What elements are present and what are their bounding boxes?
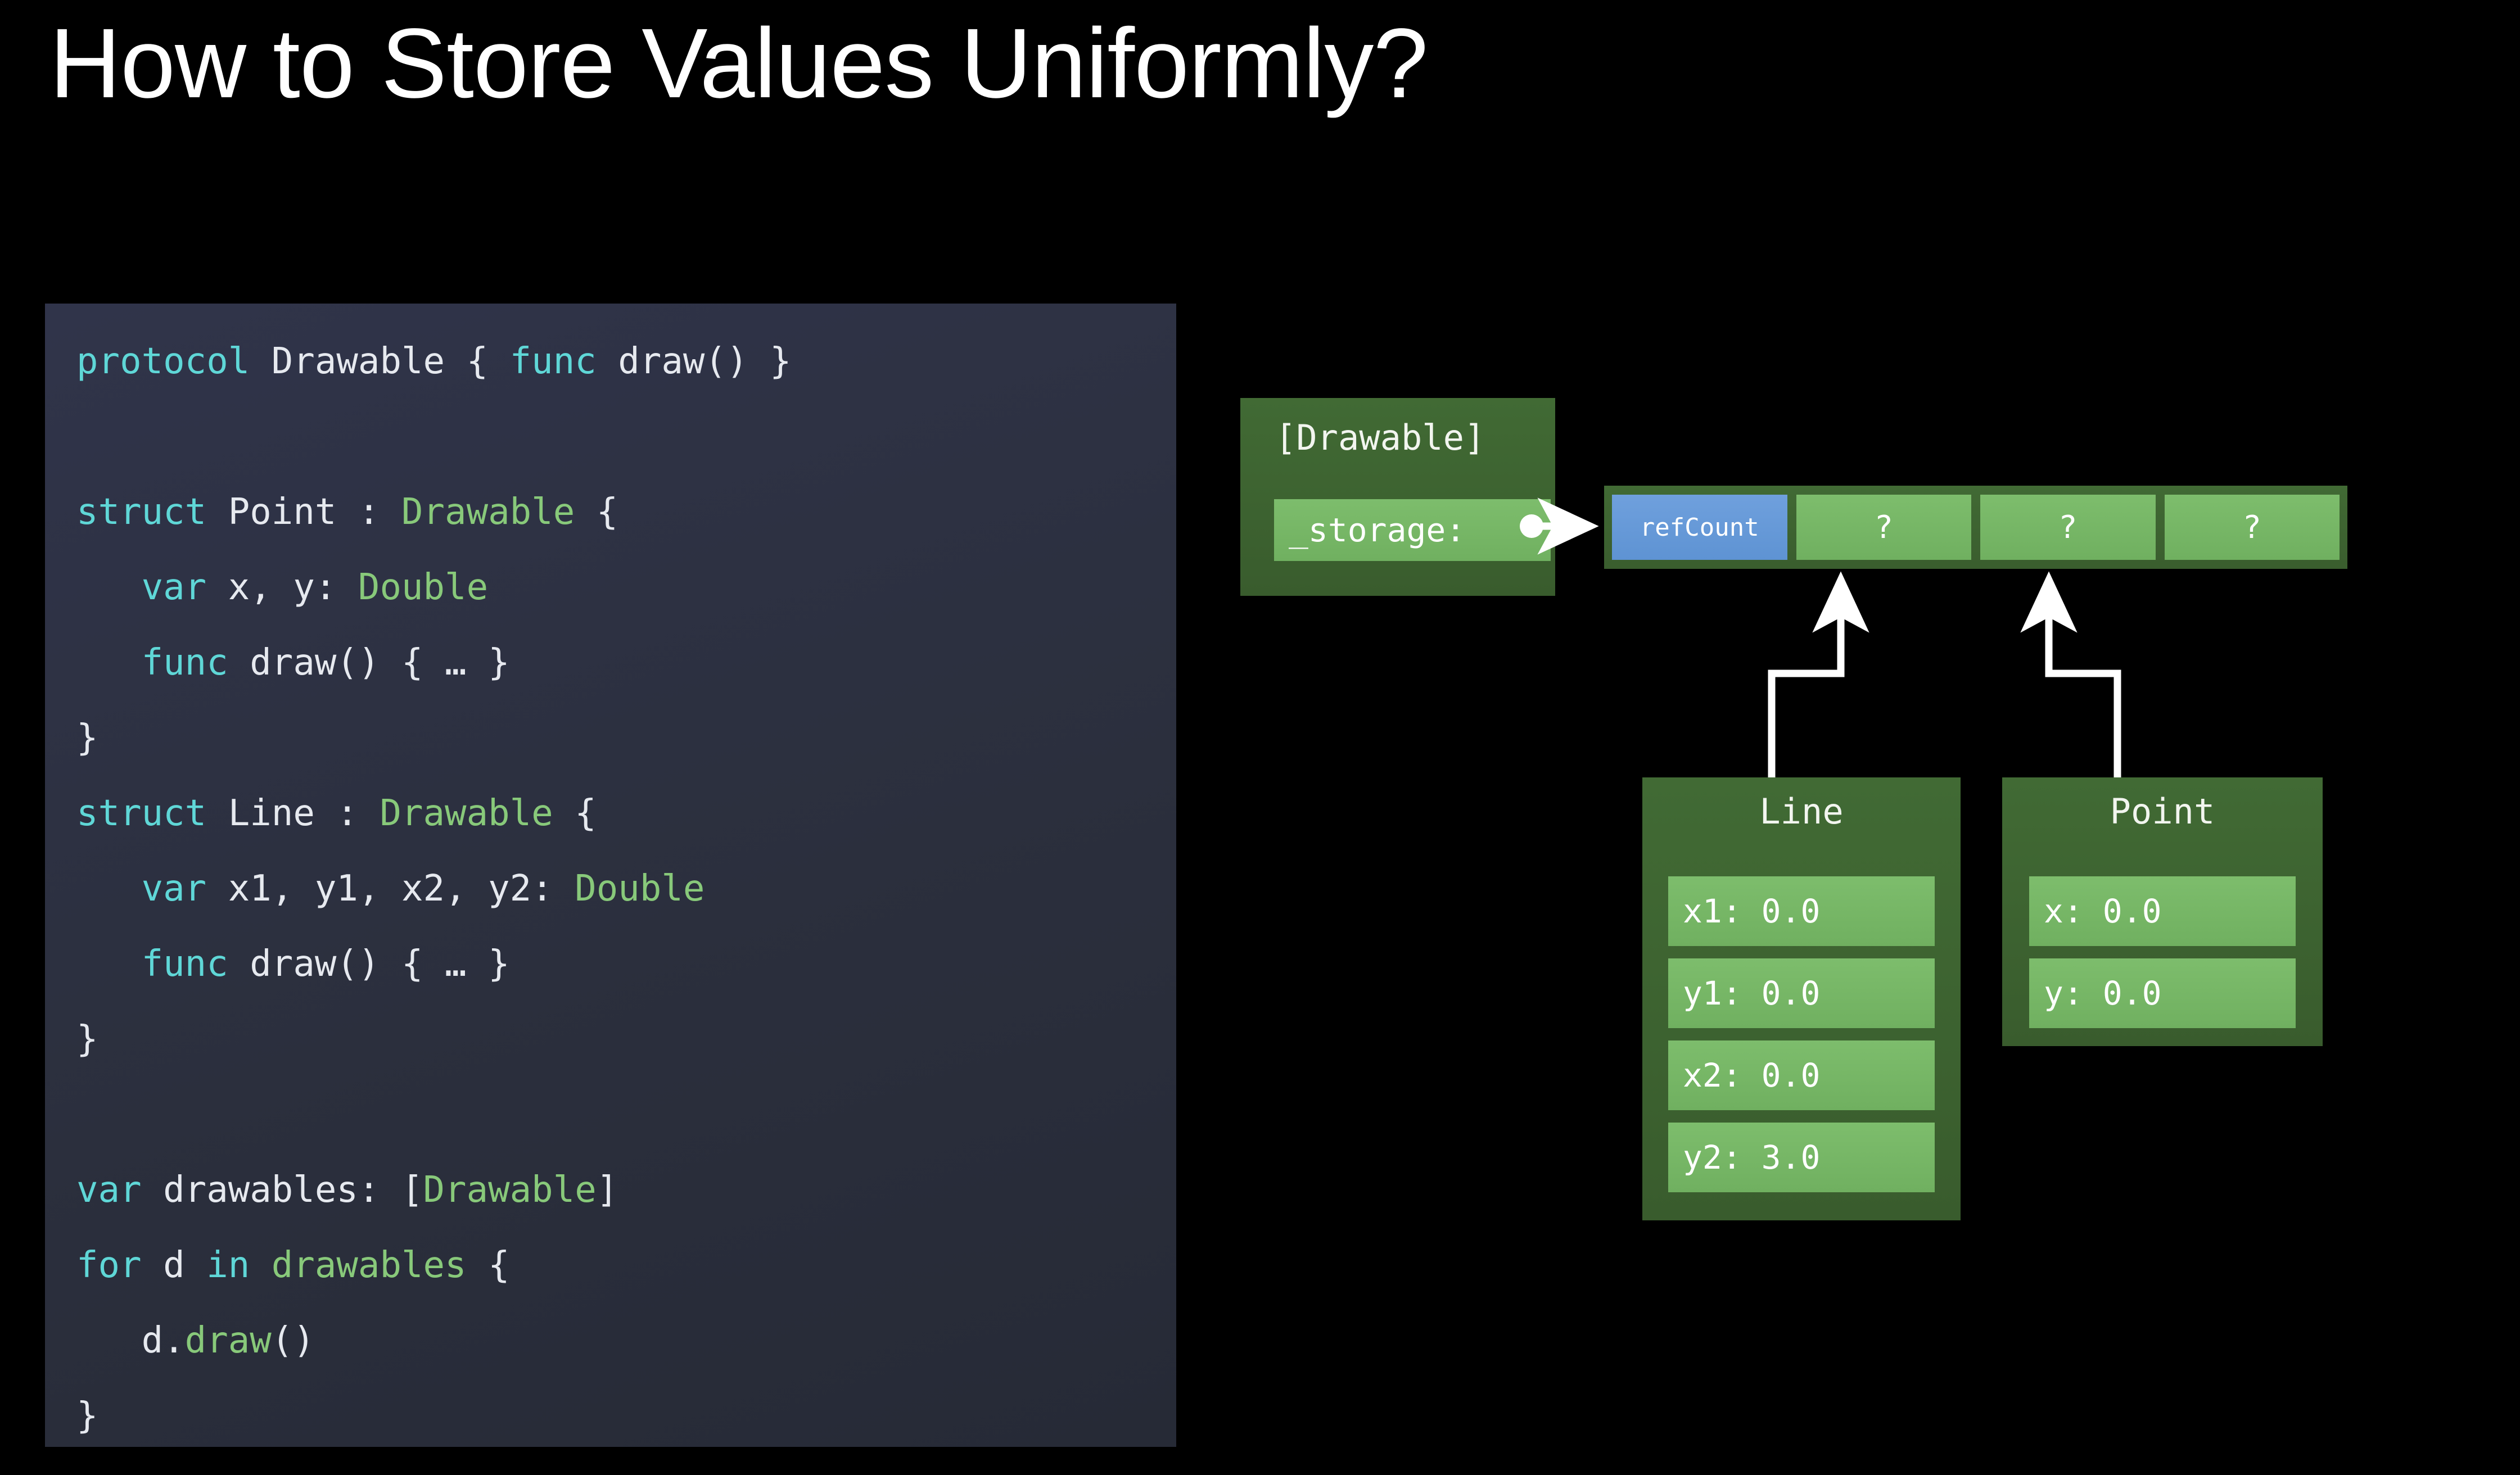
point-instance-box: Point x: 0.0 y: 0.0: [2002, 777, 2323, 1046]
line-field-3: y2: 3.0: [1668, 1123, 1935, 1192]
code-token: d.: [76, 1320, 185, 1361]
code-token: Line :: [206, 793, 380, 834]
code-token: {: [553, 793, 597, 834]
point-field-1: y: 0.0: [2029, 958, 2296, 1028]
code-token: }: [76, 717, 98, 759]
code-token: {: [575, 491, 618, 533]
code-token: func: [141, 943, 228, 985]
code-token: d: [141, 1245, 207, 1286]
heap-buffer: refCount???: [1604, 486, 2347, 569]
code-token: drawables: [: [141, 1169, 423, 1211]
code-token: var: [141, 868, 207, 910]
page-title: How to Store Values Uniformly?: [49, 8, 1428, 119]
line-instance-box: Line x1: 0.0 y1: 0.0 x2: 0.0 y2: 3.0: [1642, 777, 1961, 1220]
code-token: }: [76, 1019, 98, 1060]
code-token: var: [141, 567, 207, 608]
code-token: x1, y1, x2, y2:: [206, 868, 575, 910]
line-field-0: x1: 0.0: [1668, 876, 1935, 946]
code-token: protocol: [76, 341, 250, 382]
code-token: }: [76, 1395, 98, 1437]
buffer-cell-refcount: refCount: [1612, 495, 1787, 560]
buffer-cell-1: ?: [1796, 495, 1971, 560]
code-line: var x, y: Double: [76, 550, 1176, 625]
code-token: Drawable: [423, 1169, 597, 1211]
code-line: d.draw(): [76, 1303, 1176, 1378]
line-instance-title: Line: [1759, 791, 1844, 832]
code-token: draw() }: [596, 341, 792, 382]
code-token: {: [466, 1245, 510, 1286]
code-token: struct: [76, 793, 207, 834]
code-token: func: [141, 642, 228, 684]
code-token: Drawable {: [250, 341, 510, 382]
code-lines: protocol Drawable { func draw() } struct…: [76, 324, 1176, 1447]
code-token: x, y:: [206, 567, 358, 608]
code-token: draw() { … }: [228, 943, 510, 985]
line-field-2: x2: 0.0: [1668, 1040, 1935, 1110]
code-line: for d in drawables {: [76, 1228, 1176, 1303]
code-panel: protocol Drawable { func draw() } struct…: [45, 304, 1176, 1447]
code-token: (): [271, 1320, 315, 1361]
code-token: ]: [596, 1169, 618, 1211]
code-token: draw() { … }: [228, 642, 510, 684]
code-line: }: [76, 1378, 1176, 1447]
code-token: Double: [575, 868, 705, 910]
code-token: drawables: [271, 1245, 467, 1286]
point-instance-title: Point: [2110, 791, 2215, 832]
storage-field: _storage:: [1274, 499, 1551, 561]
code-token: for: [76, 1245, 142, 1286]
code-line: var x1, y1, x2, y2: Double: [76, 851, 1176, 926]
code-line: struct Point : Drawable {: [76, 474, 1176, 550]
code-line: func draw() { … }: [76, 625, 1176, 700]
code-line: }: [76, 1002, 1176, 1077]
line-field-1: y1: 0.0: [1668, 958, 1935, 1028]
drawable-array-box: [Drawable] _storage:: [1240, 398, 1555, 596]
point-field-0: x: 0.0: [2029, 876, 2296, 946]
code-line: struct Line : Drawable {: [76, 776, 1176, 851]
code-token: Drawable: [401, 491, 575, 533]
line-to-buffer-arrow: [1768, 571, 1869, 777]
code-line-highlighted: var drawables: [Drawable]: [76, 1152, 1176, 1228]
code-token: Drawable: [380, 793, 553, 834]
code-token: draw: [184, 1320, 272, 1361]
code-line: func draw() { … }: [76, 926, 1176, 1002]
code-token: func: [509, 341, 597, 382]
code-token: Double: [358, 567, 489, 608]
code-token: Point :: [206, 491, 401, 533]
point-to-buffer-arrow: [2020, 571, 2121, 777]
buffer-cell-2: ?: [1980, 495, 2156, 560]
code-token: var: [76, 1169, 142, 1211]
code-line: protocol Drawable { func draw() }: [76, 324, 1176, 399]
code-token: struct: [76, 491, 207, 533]
drawable-array-title: [Drawable]: [1275, 417, 1485, 458]
buffer-cell-3: ?: [2164, 495, 2340, 560]
code-token: in: [206, 1245, 250, 1286]
code-line: }: [76, 700, 1176, 776]
